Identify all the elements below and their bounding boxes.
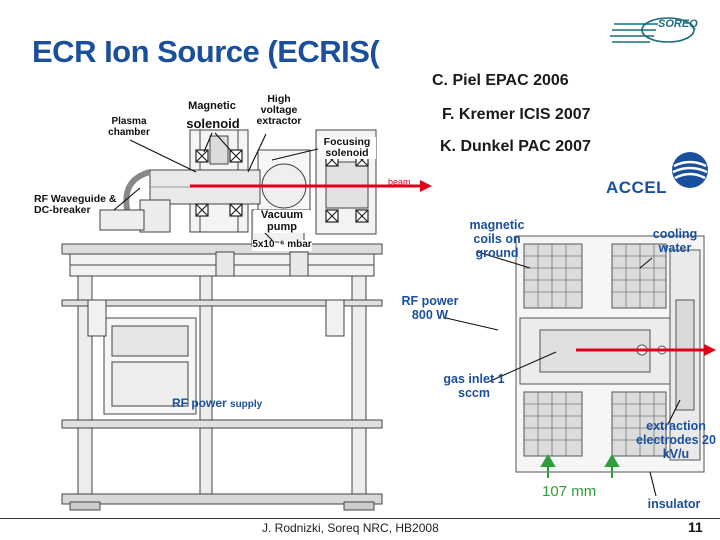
vacuum-pump-label: Vacuum pump [254, 209, 310, 234]
magnetic-label: Magnetic [188, 100, 236, 112]
rf-waveguide-label: RF Waveguide & DC-breaker [34, 193, 117, 217]
section-view [515, 235, 705, 473]
high-voltage-extractor-label: High voltage extractor [248, 93, 310, 128]
section-leaders [445, 251, 681, 497]
extraction-electrodes-label: extraction electrodes 20 kV/u [636, 419, 716, 461]
accel-logo-mark [672, 152, 708, 188]
rf-power-supply-label-b: supply [230, 399, 263, 410]
dimension-label: 107 mm [542, 483, 597, 500]
cooling-water-label: cooling water [652, 227, 698, 255]
reference-kremer: F. Kremer ICIS 2007 [442, 106, 591, 123]
beam-arrow-right [576, 344, 716, 356]
insulator-label: insulator [647, 497, 701, 511]
beam-arrow-left [190, 180, 432, 192]
magnetic-coils-label: magnetic coils on ground [469, 218, 525, 260]
plasma-chamber-label: Plasma chamber [108, 116, 150, 138]
solenoid-label: solenoid [186, 116, 240, 131]
beam-label: beam [388, 177, 411, 187]
footer-rule [0, 518, 720, 519]
reference-piel: C. Piel EPAC 2006 [432, 72, 569, 89]
reference-dunkel: K. Dunkel PAC 2007 [440, 138, 591, 155]
rf-power-label: RF power 800 W [401, 294, 459, 322]
gas-inlet-label: gas inlet 1 sccm [443, 372, 505, 400]
slide-title: ECR Ion Source (ECRIS( [32, 34, 380, 69]
rf-power-supply-label-a: RF power [172, 396, 227, 410]
footer-text: J. Rodnizki, Soreq NRC, HB2008 [262, 521, 439, 535]
accel-logo-text: ACCEL [606, 178, 668, 197]
dimension-arrows [540, 454, 620, 478]
focusing-solenoid-label: Focusing solenoid [318, 136, 376, 160]
soreq-logo [610, 17, 695, 43]
rf-power-supply-label: RF power supply [172, 396, 263, 410]
page-number: 11 [688, 519, 703, 535]
vacuum-pressure-label: 5x10⁻⁶ mbar [252, 239, 312, 251]
soreq-logo-text: SOREQ [658, 18, 698, 30]
